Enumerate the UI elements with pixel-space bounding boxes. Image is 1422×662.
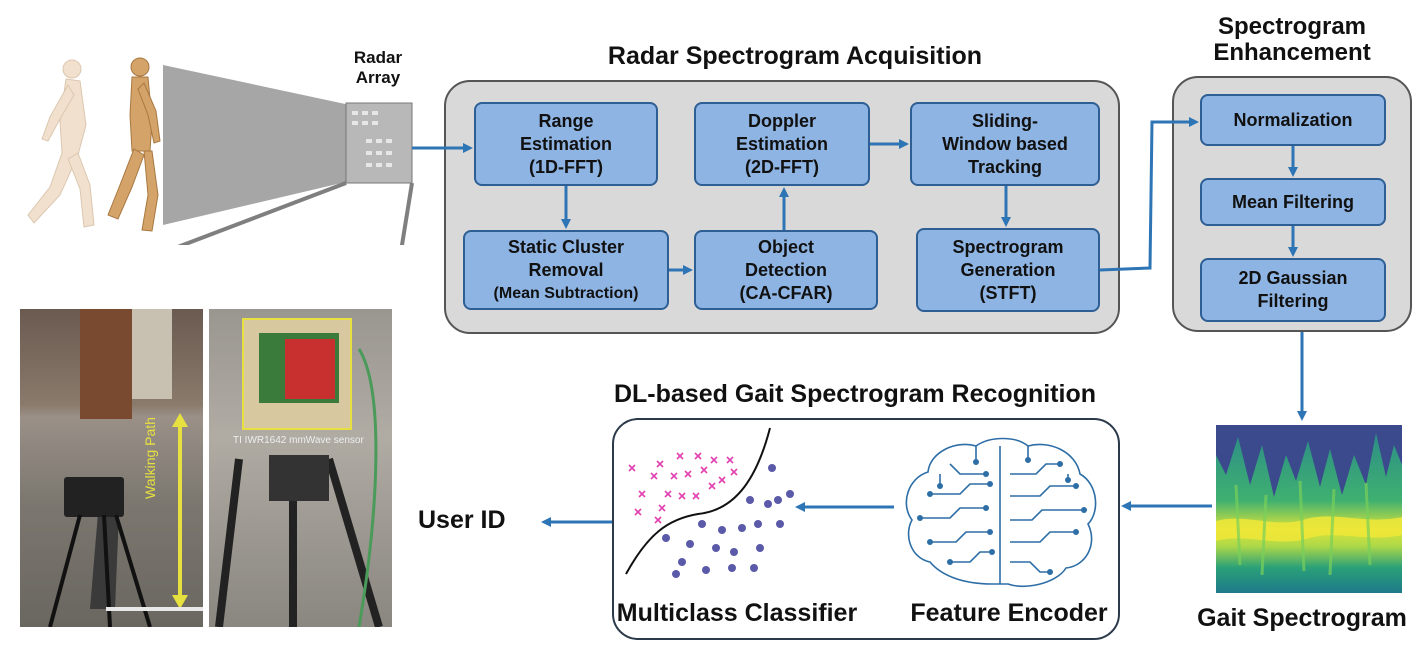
- arrow-generation-to-normalization: [1099, 117, 1199, 272]
- gait-spectrogram-label: Gait Spectrogram: [1197, 604, 1407, 632]
- classifier-scatter-plot: [625, 427, 794, 578]
- acquisition-title: Radar Spectrogram Acquisition: [607, 42, 983, 70]
- enhancement-title: Spectrogram Enhancement: [1213, 13, 1371, 66]
- sensor-photo: TI IWR1642 mmWave sensor: [209, 309, 392, 627]
- class-b-points: [662, 464, 794, 578]
- user-id-label: User ID: [418, 506, 506, 534]
- radar-beam: [163, 65, 350, 225]
- gait-spectrogram-image: [1216, 425, 1402, 593]
- recognition-title: DL-based Gait Spectrogram Recognition: [613, 380, 1096, 408]
- class-a-points: [628, 452, 738, 524]
- decision-boundary: [625, 427, 771, 575]
- normalization-box: Normalization: [1200, 94, 1386, 146]
- radar-array-label: Radar Array: [353, 48, 403, 87]
- walking-figures-illustration: [27, 57, 414, 245]
- brain-circuit-icon: [905, 437, 1097, 588]
- feature-encoder-label: Feature Encoder: [910, 599, 1108, 627]
- hallway-photo: Walking Path: [20, 309, 203, 627]
- multiclass-classifier-label: Multiclass Classifier: [616, 599, 858, 627]
- mean-filtering-box: Mean Filtering: [1200, 178, 1386, 226]
- sensor-label: TI IWR1642 mmWave sensor: [233, 435, 364, 446]
